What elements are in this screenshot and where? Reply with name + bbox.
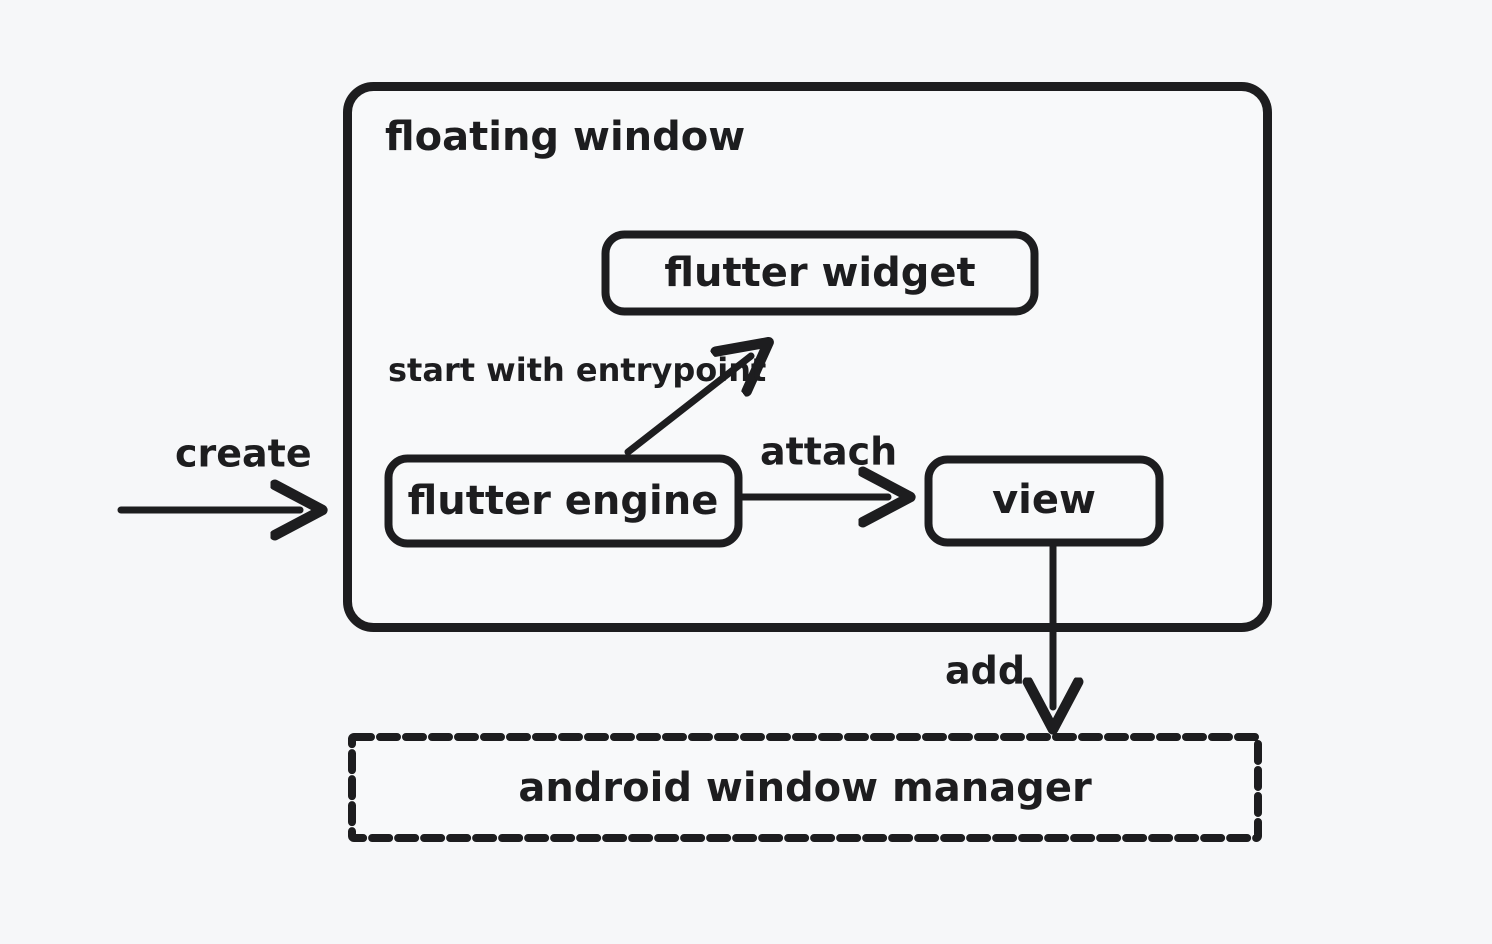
start-with-entrypoint-label: start with entrypoint: [388, 351, 766, 389]
attach-label: attach: [760, 430, 897, 474]
view-label: view: [992, 477, 1096, 523]
android-window-manager-box[interactable]: [348, 733, 1262, 842]
create-label: create: [175, 432, 312, 476]
view-box[interactable]: [924, 455, 1164, 547]
flutter-widget-label: flutter widget: [664, 250, 975, 296]
start-with-entrypoint-arrow: [624, 356, 751, 456]
floating-window-title: floating window: [385, 114, 745, 160]
android-window-manager-label: android window manager: [518, 765, 1092, 811]
flutter-engine-box[interactable]: [384, 454, 743, 548]
flutter-engine-label: flutter engine: [408, 478, 719, 524]
add-label: add: [945, 649, 1025, 693]
flutter-widget-box[interactable]: [601, 230, 1039, 316]
